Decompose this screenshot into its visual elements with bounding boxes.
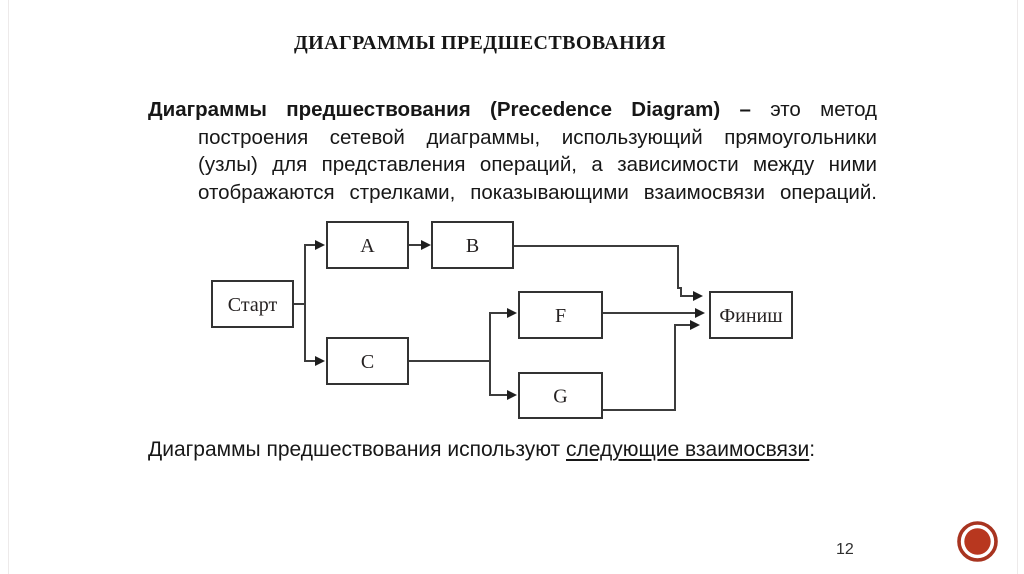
paragraph-line-4: отображаются стрелками, показывающими вз… — [198, 181, 877, 205]
node-start — [211, 280, 294, 328]
paragraph-line-1: Диаграммы предшествования (Precedence Di… — [148, 96, 877, 124]
arrowhead-split1-A — [315, 240, 325, 250]
node-label-B: B — [466, 235, 479, 257]
footer-underlined-phrase: следующие взаимосвязи — [566, 438, 810, 461]
node-label-start: Старт — [228, 294, 278, 316]
node-label-finish: Финиш — [719, 305, 783, 327]
node-C — [326, 337, 409, 385]
footer-prefix: Диаграммы предшествования используют — [148, 438, 567, 461]
slide-title: ДИАГРАММЫ ПРЕДШЕСТВОВАНИЯ — [294, 32, 666, 54]
slide-right-border — [1017, 0, 1018, 574]
footer-suffix: : — [809, 438, 816, 461]
node-finish — [709, 291, 793, 339]
seal-logo-icon — [957, 521, 998, 562]
edge-G-finish — [602, 324, 690, 411]
edge-split2-G — [489, 361, 507, 396]
paragraph-line-3: (узлы) для представления операций, а зав… — [198, 153, 877, 177]
paragraph-line-2: построения сетевой диаграммы, использующ… — [198, 125, 877, 149]
arrowhead-B-finish — [693, 291, 703, 301]
slide-left-border — [8, 0, 9, 574]
definition-paragraph: Диаграммы предшествования (Precedence Di… — [148, 96, 877, 207]
edge-split2-F — [489, 312, 507, 361]
edge-split1-A — [304, 244, 315, 304]
arrowhead-A-B — [421, 240, 431, 250]
seal-outer-ring — [957, 521, 998, 562]
paragraph-line-1-rest: это метод — [770, 98, 877, 121]
footer-statement: Диаграммы предшествования используют сле… — [148, 438, 815, 462]
node-label-G: G — [553, 386, 567, 408]
node-label-C: C — [361, 351, 374, 373]
node-label-F: F — [555, 305, 566, 327]
seal-inner-disc — [964, 528, 991, 555]
node-label-A: A — [360, 235, 375, 257]
node-A — [326, 221, 409, 269]
node-B — [431, 221, 514, 269]
node-F — [518, 291, 603, 339]
arrowhead-split2-G — [507, 390, 517, 400]
edge-split1-C — [304, 304, 315, 362]
node-G — [518, 372, 603, 419]
page-number: 12 — [836, 541, 854, 558]
paragraph-bold-lead: Диаграммы предшествования (Precedence Di… — [148, 98, 771, 121]
arrowhead-split2-F — [507, 308, 517, 318]
arrowhead-G-finish — [690, 320, 700, 330]
edge-B-finish — [513, 245, 693, 297]
arrowhead-split1-C — [315, 356, 325, 366]
arrowhead-F-finish — [695, 308, 705, 318]
